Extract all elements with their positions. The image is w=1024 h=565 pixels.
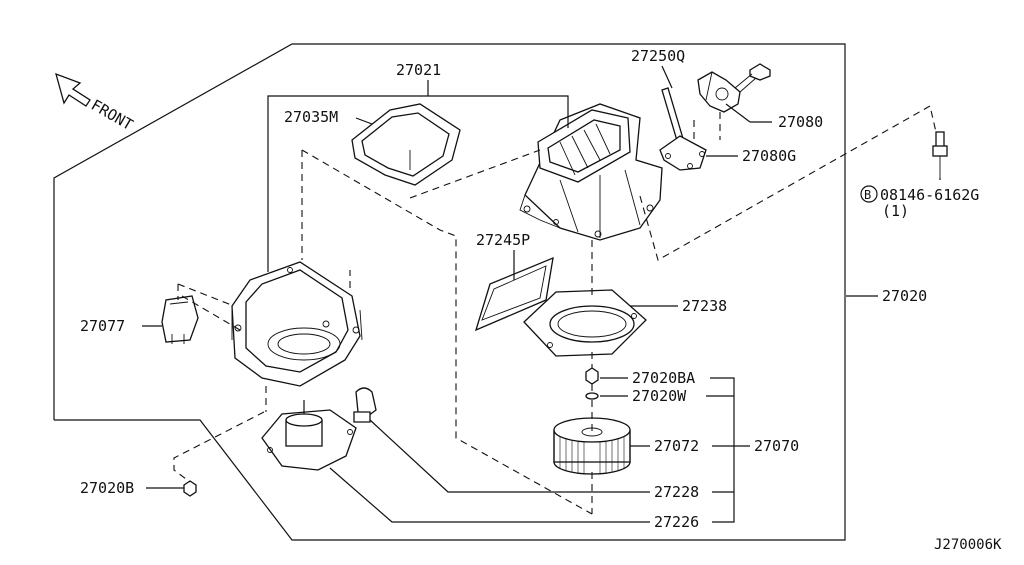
actuator-27080: [697, 71, 741, 113]
hose-27228: [353, 387, 377, 423]
label-27035M: 27035M: [284, 108, 338, 126]
filter-27245P: [474, 256, 554, 332]
front-label: FRONT: [88, 96, 136, 134]
front-arrow-icon: [55, 72, 91, 107]
label-27020BA: 27020BA: [632, 369, 695, 387]
nut-27020B: [183, 480, 197, 497]
label-27080: 27080: [778, 113, 823, 131]
fan-27072: [553, 417, 631, 475]
washer-27020W: [585, 392, 599, 400]
assembly-dashed-lines: [173, 105, 937, 515]
label-27070: 27070: [754, 437, 799, 455]
link-27250Q: [661, 87, 685, 145]
lower-case: [231, 261, 363, 387]
label-27072: 27072: [654, 437, 699, 455]
label-27020B: 27020B: [80, 479, 134, 497]
bolt-08146: [932, 131, 948, 178]
label-27238: 27238: [682, 297, 727, 315]
label-08146-6162G: 08146-6162G: [880, 186, 979, 204]
label-27020W: 27020W: [632, 387, 687, 405]
label-27250Q: 27250Q: [631, 47, 685, 65]
bracket-27080G: [659, 135, 707, 171]
bolt-symbol-badge: [860, 185, 878, 203]
upper-case-27021: [519, 103, 663, 241]
bolt-symbol-letter: B: [864, 188, 871, 202]
gasket-27238: [523, 289, 647, 357]
label-27080G: 27080G: [742, 147, 796, 165]
label-27228: 27228: [654, 483, 699, 501]
assembly-outline: [53, 43, 846, 541]
label-27245P: 27245P: [476, 231, 530, 249]
label-27077: 27077: [80, 317, 125, 335]
label-08146-qty: (1): [882, 202, 909, 220]
diagram-code: J270006K: [934, 537, 1002, 553]
resistor-27077: [161, 295, 199, 344]
screw-27080: [734, 63, 771, 93]
leader-lines: [142, 65, 941, 523]
gasket-27035M: [351, 103, 461, 186]
label-27020: 27020: [882, 287, 927, 305]
label-27021: 27021: [396, 61, 441, 79]
nut-27020BA: [585, 367, 599, 385]
label-27226: 27226: [654, 513, 699, 531]
motor-27226: [261, 400, 357, 471]
